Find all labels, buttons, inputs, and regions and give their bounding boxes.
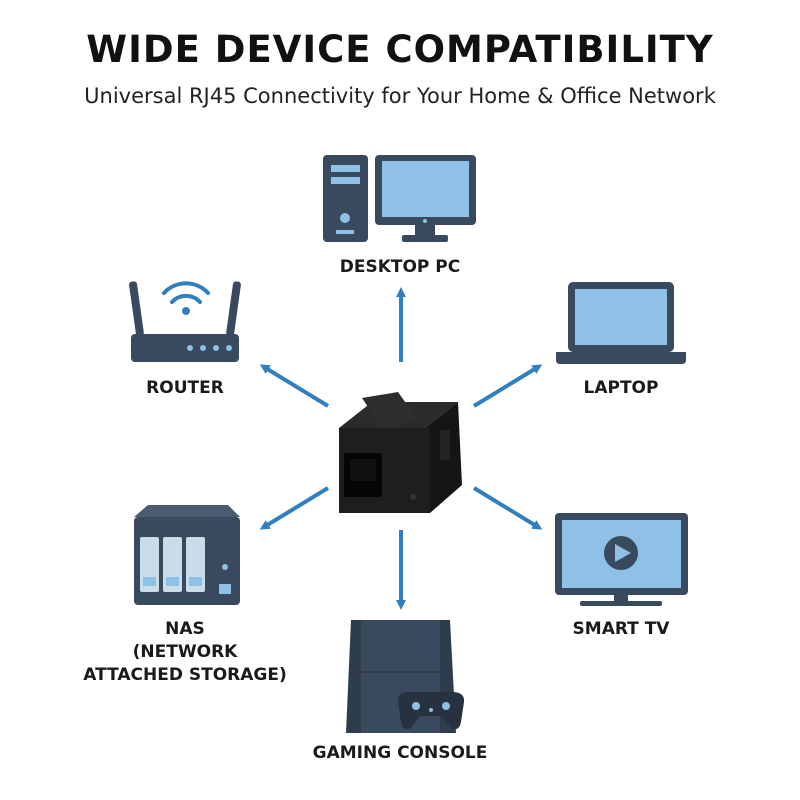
label-nas-line3: ATTACHED STORAGE) xyxy=(83,665,287,685)
arrow-smart-tv xyxy=(472,486,543,530)
router-icon xyxy=(129,281,241,362)
page-subtitle: Universal RJ45 Connectivity for Your Hom… xyxy=(84,84,716,108)
label-nas: NAS (NETWORK ATTACHED STORAGE) xyxy=(60,618,310,687)
label-nas-line1: NAS xyxy=(165,619,205,639)
arrow-laptop xyxy=(472,364,543,408)
arrow-nas xyxy=(259,486,330,530)
label-laptop: LAPTOP xyxy=(583,378,659,398)
arrow-router xyxy=(259,364,330,408)
gaming-console-icon xyxy=(346,620,465,733)
smart-tv-icon xyxy=(555,513,688,606)
page-title: WIDE DEVICE COMPATIBILITY xyxy=(86,28,714,71)
label-desktop-pc: DESKTOP PC xyxy=(339,257,461,277)
label-smart-tv: SMART TV xyxy=(572,619,670,639)
rj45-coupler-icon xyxy=(339,392,462,513)
desktop-pc-icon xyxy=(323,155,476,242)
label-nas-line2: (NETWORK xyxy=(132,642,238,662)
laptop-icon xyxy=(556,282,686,364)
label-router: ROUTER xyxy=(146,378,224,398)
label-gaming-console: GAMING CONSOLE xyxy=(312,743,488,763)
nas-icon xyxy=(134,505,240,605)
arrows xyxy=(259,287,543,610)
